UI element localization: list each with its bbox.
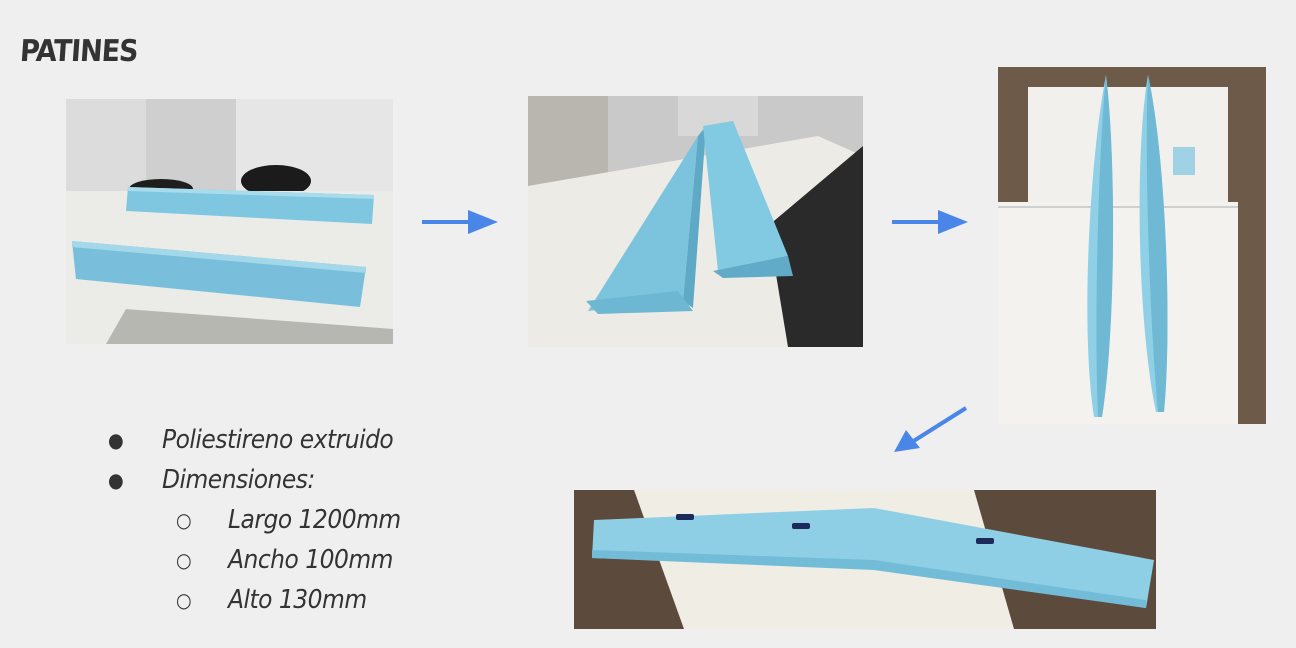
arrow-right-icon (420, 207, 500, 241)
photo-finished-skid (574, 490, 1156, 629)
list-item: Ancho 100mm (100, 540, 401, 580)
list-item: Largo 1200mm (100, 500, 401, 540)
list-item: Alto 130mm (100, 580, 401, 620)
dimension-width: Ancho 100mm (228, 545, 393, 575)
photo-foam-wedges (528, 96, 863, 347)
arrow-right-icon (890, 207, 970, 241)
dimension-height: Alto 130mm (228, 585, 367, 615)
photo-foam-blocks (66, 99, 393, 344)
arrow-down-left-icon (890, 404, 970, 458)
dimension-length: Largo 1200mm (228, 505, 401, 535)
photo-skids-top-view (998, 67, 1266, 424)
list-item: Poliestireno extruido (100, 420, 401, 460)
spec-list: Poliestireno extruido Dimensiones: Largo… (100, 420, 401, 620)
bullet-dimensions: Dimensiones: (162, 465, 315, 495)
bullet-material: Poliestireno extruido (162, 425, 394, 455)
slide-title: PATINES (18, 34, 139, 69)
list-item: Dimensiones: (100, 460, 401, 500)
